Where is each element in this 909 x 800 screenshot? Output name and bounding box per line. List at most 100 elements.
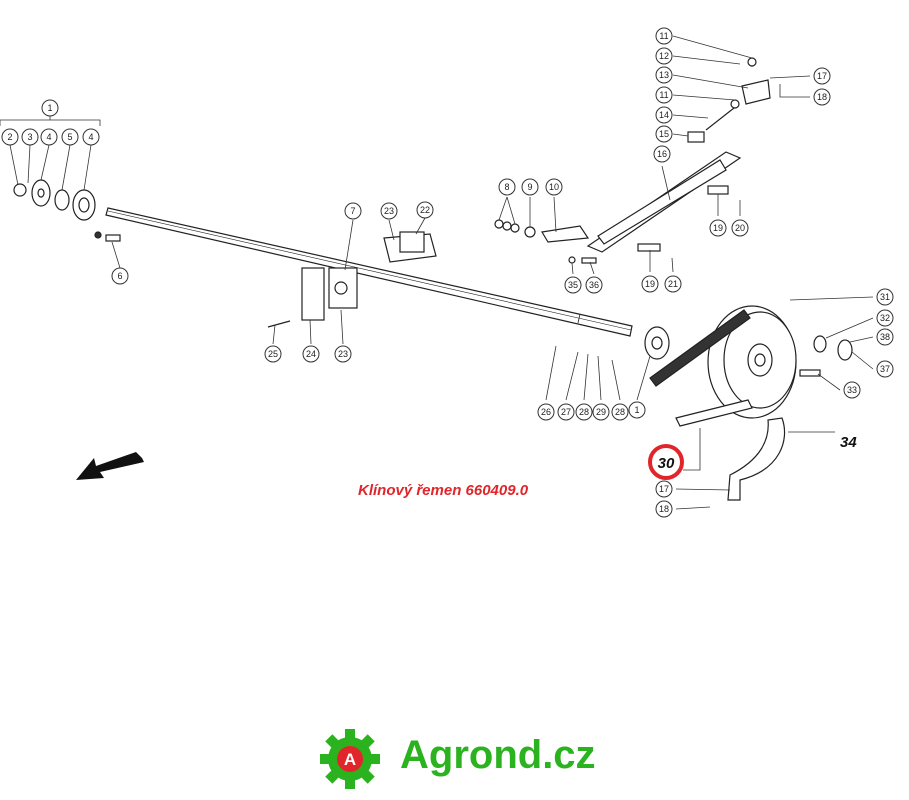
callout-23: 23 xyxy=(334,345,352,363)
callout-4: 4 xyxy=(40,128,58,146)
callout-23: 23 xyxy=(380,202,398,220)
callout-17: 17 xyxy=(813,67,831,85)
svg-text:23: 23 xyxy=(338,349,348,359)
center-bearing-assembly xyxy=(267,231,437,328)
belt-guard-34 xyxy=(727,417,786,501)
svg-text:18: 18 xyxy=(659,504,669,514)
svg-text:8: 8 xyxy=(504,182,509,192)
svg-text:36: 36 xyxy=(589,280,599,290)
svg-text:24: 24 xyxy=(306,349,316,359)
svg-text:38: 38 xyxy=(880,332,890,342)
lever-assembly xyxy=(494,219,597,264)
svg-text:14: 14 xyxy=(659,110,669,120)
svg-text:4: 4 xyxy=(88,132,93,142)
callout-1: 1 xyxy=(41,99,59,117)
callout-6: 6 xyxy=(111,267,129,285)
callout-28: 28 xyxy=(575,403,593,421)
callout-20: 20 xyxy=(731,219,749,237)
callout-24: 24 xyxy=(302,345,320,363)
svg-text:1: 1 xyxy=(47,103,52,113)
callouts: 1 2 3 4 5 4 6 7 23 22 23 24 25 8 9 xyxy=(1,27,894,518)
svg-text:26: 26 xyxy=(541,407,551,417)
callout-29: 29 xyxy=(592,403,610,421)
callout-15: 15 xyxy=(655,125,673,143)
svg-text:25: 25 xyxy=(268,349,278,359)
callout-5: 5 xyxy=(61,128,79,146)
svg-text:33: 33 xyxy=(847,385,857,395)
svg-text:3: 3 xyxy=(27,132,32,142)
callout-19: 19 xyxy=(709,219,727,237)
frame-rail xyxy=(586,57,771,253)
svg-text:19: 19 xyxy=(713,223,723,233)
leader-lines xyxy=(0,35,874,510)
logo-letter: A xyxy=(344,750,356,769)
callout-36: 36 xyxy=(585,276,603,294)
svg-text:11: 11 xyxy=(659,90,668,100)
callout-11: 11 xyxy=(655,86,673,104)
callout-1: 1 xyxy=(628,401,646,419)
svg-text:18: 18 xyxy=(817,92,827,102)
svg-text:17: 17 xyxy=(659,484,669,494)
svg-text:23: 23 xyxy=(384,206,394,216)
brand-name[interactable]: Agrond.cz xyxy=(400,733,596,777)
callout-8: 8 xyxy=(498,178,516,196)
svg-text:10: 10 xyxy=(549,182,559,192)
callout-14: 14 xyxy=(655,106,673,124)
main-shaft xyxy=(105,207,633,337)
callout-31: 31 xyxy=(876,288,894,306)
callout-35: 35 xyxy=(564,276,582,294)
callout-32: 32 xyxy=(876,309,894,327)
left-bearing-parts xyxy=(13,179,121,242)
svg-text:37: 37 xyxy=(880,364,890,374)
svg-text:12: 12 xyxy=(659,51,669,61)
svg-text:2: 2 xyxy=(7,132,12,142)
svg-text:6: 6 xyxy=(117,271,122,281)
svg-text:11: 11 xyxy=(659,31,668,41)
svg-text:27: 27 xyxy=(561,407,571,417)
callout-27: 27 xyxy=(557,403,575,421)
svg-text:21: 21 xyxy=(668,279,678,289)
callout-12: 12 xyxy=(655,47,673,65)
svg-text:5: 5 xyxy=(67,132,72,142)
svg-text:1: 1 xyxy=(634,405,639,415)
svg-text:16: 16 xyxy=(657,149,667,159)
svg-text:15: 15 xyxy=(659,129,669,139)
callout-3: 3 xyxy=(21,128,39,146)
svg-text:22: 22 xyxy=(420,205,430,215)
svg-text:7: 7 xyxy=(350,206,355,216)
svg-text:28: 28 xyxy=(579,407,589,417)
svg-text:35: 35 xyxy=(568,280,578,290)
callout-22: 22 xyxy=(416,201,434,219)
callout-19: 19 xyxy=(641,275,659,293)
gear-logo-icon: A xyxy=(320,729,380,789)
direction-arrow xyxy=(76,452,144,480)
callout-17: 17 xyxy=(655,480,673,498)
belt-part-label: Klínový řemen 660409.0 xyxy=(358,482,529,499)
svg-text:32: 32 xyxy=(880,313,890,323)
callout-10: 10 xyxy=(545,178,563,196)
callout-38: 38 xyxy=(876,328,894,346)
svg-text:4: 4 xyxy=(46,132,51,142)
svg-text:31: 31 xyxy=(880,292,890,302)
svg-text:17: 17 xyxy=(817,71,827,81)
svg-text:20: 20 xyxy=(735,223,745,233)
callout-33: 33 xyxy=(843,381,861,399)
callout-28: 28 xyxy=(611,403,629,421)
callout-13: 13 xyxy=(655,66,673,84)
highlight-callout-30: 30 xyxy=(648,444,684,480)
callout-18: 18 xyxy=(813,88,831,106)
svg-text:9: 9 xyxy=(527,182,532,192)
svg-text:30: 30 xyxy=(658,455,675,472)
pulley-assembly xyxy=(644,305,853,427)
label-34: 34 xyxy=(840,434,857,451)
callout-25: 25 xyxy=(264,345,282,363)
svg-text:29: 29 xyxy=(596,407,606,417)
callout-11: 11 xyxy=(655,27,673,45)
callout-18: 18 xyxy=(655,500,673,518)
callout-26: 26 xyxy=(537,403,555,421)
svg-text:13: 13 xyxy=(659,70,669,80)
callout-2: 2 xyxy=(1,128,19,146)
callout-16: 16 xyxy=(653,145,671,163)
callout-21: 21 xyxy=(664,275,682,293)
